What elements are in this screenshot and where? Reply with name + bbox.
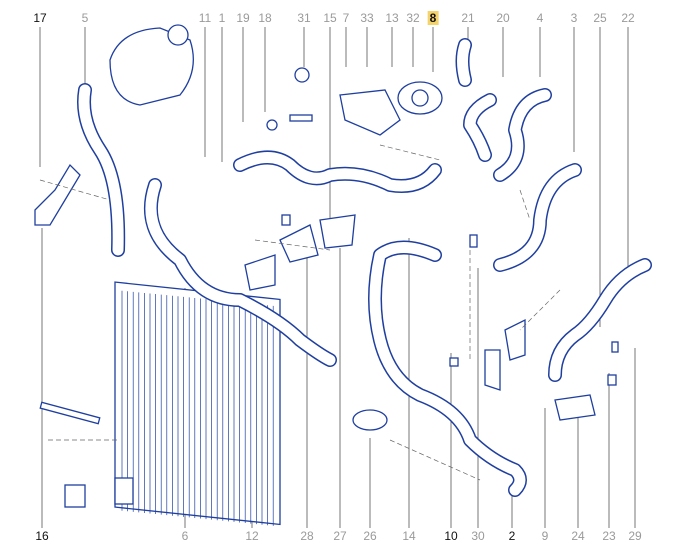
part-16-bolt[interactable] [114, 477, 134, 505]
part-callout-7[interactable]: 7 [342, 11, 350, 25]
part-callout-4[interactable]: 4 [536, 11, 544, 25]
part-callout-20[interactable]: 20 [496, 11, 510, 25]
sensor-18[interactable] [289, 114, 313, 122]
part-callout-23[interactable]: 23 [602, 529, 616, 543]
hose-clamp-26[interactable] [352, 409, 388, 431]
part-callout-25[interactable]: 25 [593, 11, 607, 25]
bracket-30[interactable] [484, 349, 501, 391]
part-callout-30[interactable]: 30 [471, 529, 485, 543]
part-callout-14[interactable]: 14 [402, 529, 416, 543]
bolt-30[interactable] [469, 234, 478, 248]
part-16-plug[interactable] [64, 484, 86, 508]
bracket-28[interactable] [279, 224, 319, 263]
pump-bracket[interactable] [339, 89, 401, 136]
bolt-23[interactable] [607, 374, 617, 386]
part-callout-27[interactable]: 27 [333, 529, 347, 543]
water-pump[interactable] [397, 81, 443, 115]
part-callout-9[interactable]: 9 [541, 529, 549, 543]
bracket-15[interactable] [319, 214, 356, 249]
bolt-10[interactable] [449, 357, 459, 367]
washer-31[interactable] [294, 67, 310, 83]
part-callout-19[interactable]: 19 [236, 11, 250, 25]
part-callout-28[interactable]: 28 [300, 529, 314, 543]
part-callout-31[interactable]: 31 [297, 11, 311, 25]
part-callout-13[interactable]: 13 [385, 11, 399, 25]
part-16-clip[interactable] [39, 401, 101, 425]
part-callout-8[interactable]: 8 [427, 11, 439, 25]
part-callout-26[interactable]: 26 [363, 529, 377, 543]
part-callout-33[interactable]: 33 [360, 11, 374, 25]
part-callout-24[interactable]: 24 [571, 529, 585, 543]
bracket-16[interactable] [34, 163, 81, 226]
part-callout-29[interactable]: 29 [628, 529, 642, 543]
bolt-27[interactable] [281, 214, 291, 226]
part-callout-1[interactable]: 1 [218, 11, 226, 25]
radiator[interactable] [114, 281, 281, 526]
bolt-29[interactable] [611, 341, 619, 353]
hoses[interactable] [77, 38, 652, 497]
part-callout-2[interactable]: 2 [508, 529, 516, 543]
tank-cap[interactable] [167, 24, 189, 46]
part-callout-32[interactable]: 32 [406, 11, 420, 25]
part-callout-11[interactable]: 11 [198, 11, 212, 25]
expansion-tank[interactable] [109, 27, 194, 106]
part-callout-6[interactable]: 6 [181, 529, 189, 543]
part-callout-21[interactable]: 21 [461, 11, 475, 25]
part-callout-17[interactable]: 17 [33, 11, 47, 25]
part-callout-5[interactable]: 5 [81, 11, 89, 25]
flange-24[interactable] [554, 394, 596, 421]
dashed-guides [39, 144, 561, 481]
part-callout-12[interactable]: 12 [245, 529, 259, 543]
bracket-12[interactable] [244, 254, 276, 291]
part-callout-10[interactable]: 10 [444, 529, 458, 543]
bolt-19[interactable] [266, 119, 278, 131]
part-callout-16[interactable]: 16 [35, 529, 49, 543]
part-callout-18[interactable]: 18 [258, 11, 272, 25]
part-callout-15[interactable]: 15 [323, 11, 337, 25]
bracket-25[interactable] [504, 318, 526, 361]
part-callout-22[interactable]: 22 [621, 11, 635, 25]
part-callout-3[interactable]: 3 [570, 11, 578, 25]
